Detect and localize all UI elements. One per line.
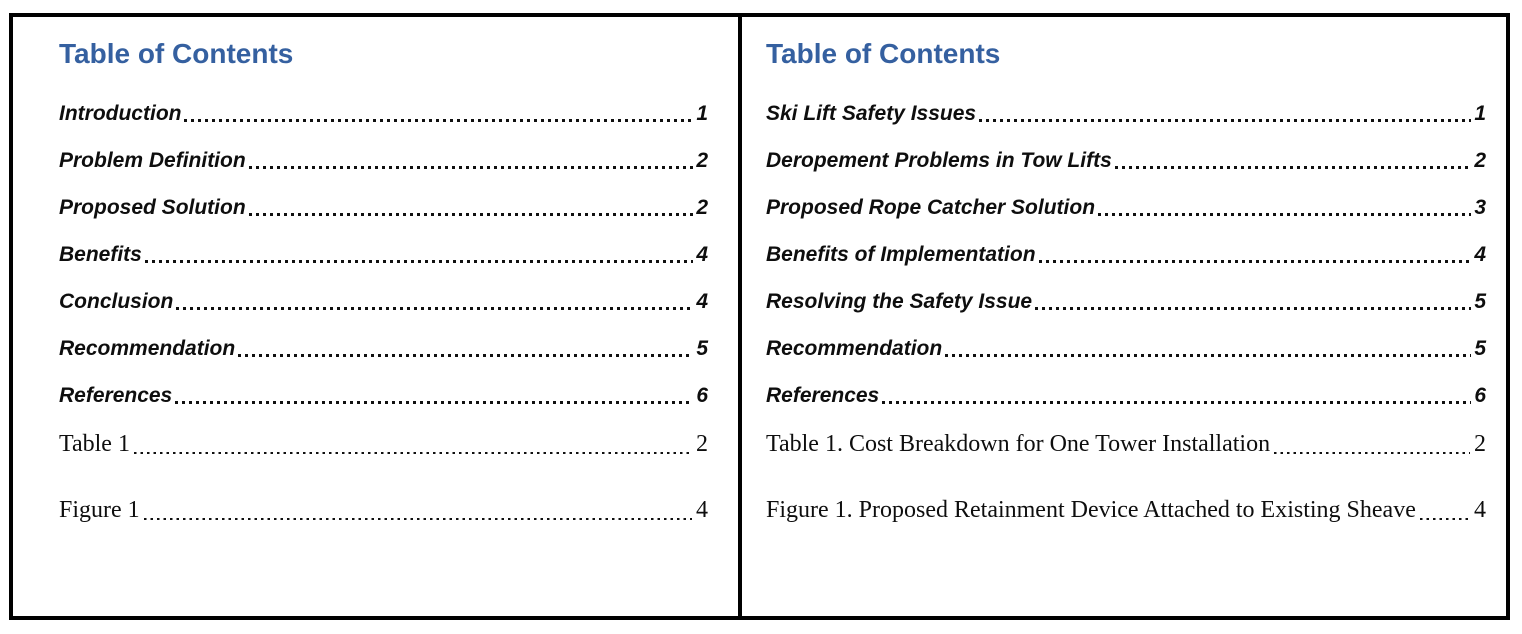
dot-leader bbox=[879, 383, 1474, 409]
table-caption-entry: Table 1 2 bbox=[59, 430, 708, 459]
dot-leader bbox=[942, 336, 1474, 362]
toc-entry-page: 6 bbox=[1474, 384, 1486, 407]
toc-entry-page: 4 bbox=[696, 290, 708, 313]
toc-entry-page: 2 bbox=[1474, 149, 1486, 172]
toc-entry: Proposed Solution 2 bbox=[59, 195, 708, 221]
toc-entry: Deropement Problems in Tow Lifts 2 bbox=[766, 148, 1486, 174]
toc-entry-page: 4 bbox=[696, 497, 708, 523]
dot-leader bbox=[172, 383, 696, 409]
dot-leader bbox=[1032, 289, 1474, 315]
toc-entry: Ski Lift Safety Issues 1 bbox=[766, 101, 1486, 127]
toc-entry-page: 3 bbox=[1474, 196, 1486, 219]
toc-entry-page: 4 bbox=[1474, 497, 1486, 523]
toc-entry-page: 1 bbox=[696, 102, 708, 125]
toc-entry: Introduction 1 bbox=[59, 101, 708, 127]
toc-entry-label: Figure 1 bbox=[59, 497, 140, 523]
toc-entry-page: 4 bbox=[696, 243, 708, 266]
toc-entry-page: 4 bbox=[1474, 243, 1486, 266]
toc-entry-label: Benefits of Implementation bbox=[766, 243, 1036, 266]
table-caption-entry: Table 1. Cost Breakdown for One Tower In… bbox=[766, 430, 1486, 459]
figure-caption-entry: Figure 1. Proposed Retainment Device Att… bbox=[766, 496, 1486, 525]
toc-entry: Proposed Rope Catcher Solution 3 bbox=[766, 195, 1486, 221]
toc-entry-label: References bbox=[59, 384, 173, 407]
toc-comparison-table: Table of Contents Introduction 1 Problem… bbox=[9, 13, 1510, 620]
toc-entry: References 6 bbox=[59, 383, 708, 409]
toc-entry-label: Proposed Rope Catcher Solution bbox=[766, 196, 1096, 219]
dot-leader bbox=[235, 336, 696, 362]
toc-entry-label: Recommendation bbox=[766, 337, 943, 360]
toc-entry-page: 5 bbox=[1474, 337, 1486, 360]
dot-leader bbox=[1416, 496, 1474, 525]
toc-entry: Recommendation 5 bbox=[766, 336, 1486, 362]
caption-entries: Table 1 2 Figure 1 4 bbox=[59, 430, 708, 525]
toc-entry-label: Proposed Solution bbox=[59, 196, 246, 219]
toc-entry-page: 5 bbox=[696, 337, 708, 360]
left-toc-panel: Table of Contents Introduction 1 Problem… bbox=[13, 17, 742, 616]
dot-leader bbox=[130, 430, 696, 459]
dot-leader bbox=[140, 496, 696, 525]
toc-entry-label: Benefits bbox=[59, 243, 142, 266]
toc-entry-page: 5 bbox=[1474, 290, 1486, 313]
toc-entry: Problem Definition 2 bbox=[59, 148, 708, 174]
toc-entry: Benefits 4 bbox=[59, 242, 708, 268]
toc-entry-label: Recommendation bbox=[59, 337, 236, 360]
toc-heading: Table of Contents bbox=[766, 38, 1001, 69]
dot-leader bbox=[1112, 148, 1475, 174]
toc-heading: Table of Contents bbox=[59, 38, 294, 69]
toc-entry: References 6 bbox=[766, 383, 1486, 409]
dot-leader bbox=[976, 101, 1474, 127]
toc-entry: Conclusion 4 bbox=[59, 289, 708, 315]
dot-leader bbox=[246, 195, 697, 221]
toc-entry-label: Conclusion bbox=[59, 290, 174, 313]
caption-entries: Table 1. Cost Breakdown for One Tower In… bbox=[766, 430, 1486, 525]
toc-entry-label: Table 1. Cost Breakdown for One Tower In… bbox=[766, 431, 1271, 457]
toc-entry-label: Problem Definition bbox=[59, 149, 246, 172]
dot-leader bbox=[1036, 242, 1475, 268]
toc-entry-label: Table 1 bbox=[59, 431, 130, 457]
dot-leader bbox=[181, 101, 696, 127]
toc-entry: Resolving the Safety Issue 5 bbox=[766, 289, 1486, 315]
dot-leader bbox=[173, 289, 696, 315]
toc-entry-label: Resolving the Safety Issue bbox=[766, 290, 1033, 313]
toc-entry-page: 2 bbox=[696, 196, 708, 219]
toc-entry-page: 2 bbox=[1474, 431, 1486, 457]
toc-entry-page: 2 bbox=[696, 431, 708, 457]
toc-entry-page: 2 bbox=[696, 149, 708, 172]
right-toc-panel: Table of Contents Ski Lift Safety Issues… bbox=[742, 17, 1506, 616]
dot-leader bbox=[142, 242, 696, 268]
toc-entry-page: 6 bbox=[696, 384, 708, 407]
toc-entry: Recommendation 5 bbox=[59, 336, 708, 362]
dot-leader bbox=[1095, 195, 1474, 221]
toc-entry-label: Figure 1. Proposed Retainment Device Att… bbox=[766, 497, 1416, 523]
toc-entry-label: Deropement Problems in Tow Lifts bbox=[766, 149, 1112, 172]
toc-entry-label: References bbox=[766, 384, 880, 407]
dot-leader bbox=[1270, 430, 1474, 459]
toc-entry-label: Ski Lift Safety Issues bbox=[766, 102, 977, 125]
toc-entry-label: Introduction bbox=[59, 102, 182, 125]
toc-entry: Benefits of Implementation 4 bbox=[766, 242, 1486, 268]
dot-leader bbox=[246, 148, 697, 174]
figure-caption-entry: Figure 1 4 bbox=[59, 496, 708, 525]
toc-entry-page: 1 bbox=[1474, 102, 1486, 125]
